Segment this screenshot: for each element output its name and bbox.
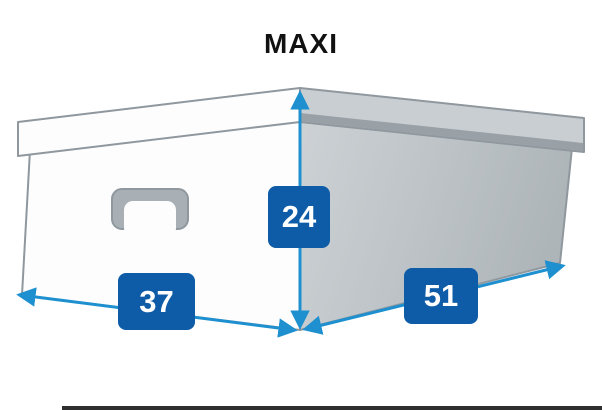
width-dimension-badge: 37 [118,273,195,330]
bottom-border-line [62,406,602,410]
depth-dimension-badge: 51 [404,268,478,324]
lid-side-edge [300,113,583,151]
diagram-title: MAXI [264,28,338,59]
box-handle-icon [111,188,189,237]
height-dimension-badge: 24 [268,186,330,248]
